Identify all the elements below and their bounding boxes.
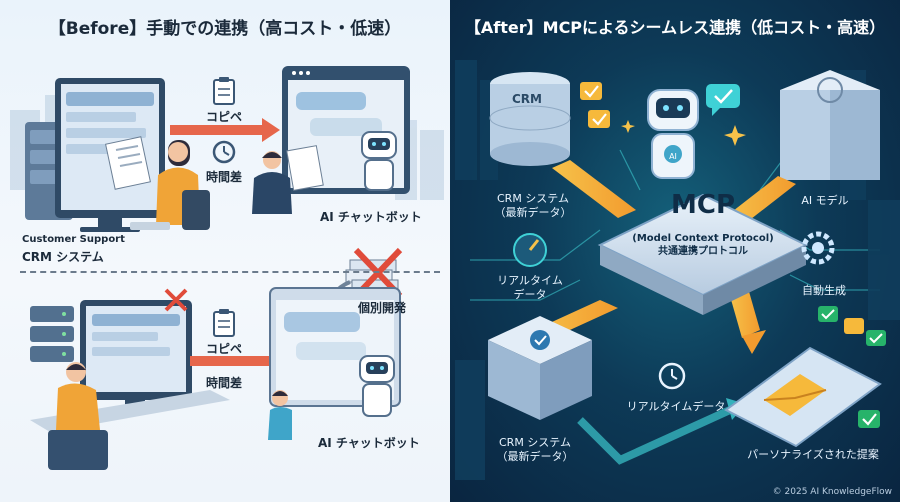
copy-paste-label: コピペ — [206, 110, 243, 124]
feedback-bubbles-icon — [818, 306, 886, 346]
personalized-proposal-label: パーソナライズされた提案 — [747, 448, 879, 461]
copy-paste-label-bottom: コピペ — [206, 342, 243, 356]
history-clock-icon — [658, 362, 686, 390]
gear-icon — [801, 231, 835, 265]
crm-top-label: CRM システム （最新データ） — [494, 192, 572, 219]
ai-model-server-icon — [780, 70, 880, 180]
red-x-small-icon — [164, 288, 188, 312]
operator-person-icon — [130, 140, 210, 230]
tablet-email-icon — [724, 346, 882, 448]
clipboard-icon-bottom — [213, 309, 235, 337]
robot-bottom-icon — [359, 355, 395, 417]
desk-worker-icon — [30, 362, 230, 470]
before-title: 【Before】手動での連携（高コスト・低速） — [48, 19, 402, 39]
sparkle-icon — [621, 120, 746, 146]
mcp-title: MCP — [670, 190, 735, 220]
crm-db-label: CRM — [512, 92, 542, 106]
time-lag-label: 時間差 — [206, 170, 243, 184]
transfer-arrow-top — [170, 118, 280, 142]
crm-database-icon — [489, 72, 571, 166]
check-badge-icons — [580, 82, 610, 128]
crm-monitor-bottom-icon — [80, 300, 192, 410]
recipient-person-icon — [252, 145, 324, 214]
user-woman-icon — [268, 390, 292, 440]
clipboard-icon — [213, 77, 235, 105]
crm-small-label: Customer Support — [22, 234, 125, 245]
crm-block-bottom-icon — [488, 316, 592, 420]
copyright-text: © 2025 AI KnowledgeFlow — [772, 487, 892, 497]
mcp-chip-icon — [597, 193, 809, 315]
realtime-data-label-2: リアルタイムデータ — [626, 400, 726, 413]
realtime-data-label: リアルタイム データ — [497, 274, 563, 301]
auto-generate-label: 自動生成 — [802, 284, 846, 297]
robot-badge-text: AI — [669, 152, 677, 161]
separate-dev-label: 個別開発 — [358, 301, 407, 315]
time-lag-label-bottom: 時間差 — [206, 376, 243, 390]
after-title: 【After】MCPによるシームレス連携（低コスト・高速） — [464, 18, 886, 37]
crm-system-label: CRM システム — [22, 250, 104, 264]
check-badge-tablet-icon — [858, 410, 880, 428]
ai-model-label: AI モデル — [801, 194, 849, 207]
robot-icon — [361, 131, 397, 191]
crm-bottom-label: CRM システム （最新データ） — [496, 436, 574, 463]
document-icon — [105, 136, 151, 190]
gauge-icon — [513, 233, 547, 267]
chat-check-bubble-icon — [706, 84, 740, 116]
section-divider — [20, 271, 440, 273]
chatbot-label-top: AI チャットボット — [320, 210, 422, 224]
mcp-subtitle: (Model Context Protocol) 共通連携プロトコル — [632, 233, 774, 257]
clock-icon — [212, 140, 236, 164]
server-stack-icon — [30, 306, 74, 362]
ai-robot-icon — [647, 89, 699, 179]
chatbot-label-bottom: AI チャットボット — [318, 436, 420, 450]
